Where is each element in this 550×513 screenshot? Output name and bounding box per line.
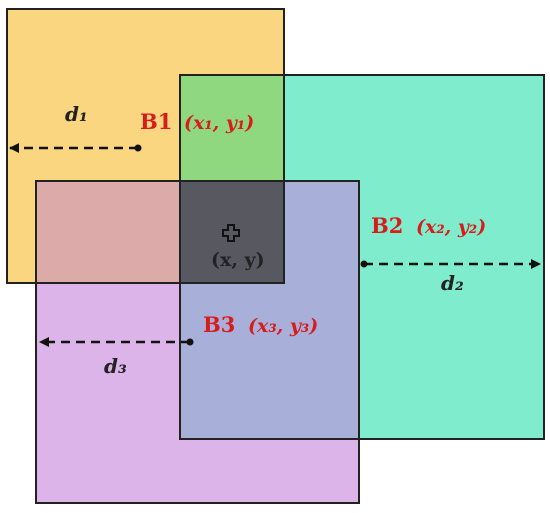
b2-coord-label: (x₂, y₂) (416, 216, 486, 238)
b1-name-label: B1 (140, 109, 172, 134)
box-b3-outline (35, 180, 360, 504)
b2-name-label: B2 (371, 213, 403, 238)
b2-center-dot (360, 260, 368, 268)
b3-name-label: B3 (203, 312, 235, 337)
overlap-b1-b2 (180, 75, 284, 181)
b1-center-dot (134, 144, 142, 152)
b3-center-dot (186, 338, 194, 346)
d1-label: d₁ (65, 102, 88, 126)
center-coord-label: (x, y) (211, 249, 265, 271)
b1-coord-label: (x₁, y₁) (184, 112, 254, 134)
box-b1-outline (6, 8, 285, 284)
d2-label: d₂ (441, 271, 464, 295)
b3-coord-label: (x₃, y₃) (248, 315, 318, 337)
box-b2-outline (179, 74, 545, 440)
d3-label: d₃ (104, 354, 127, 378)
overlap-b1-b2-b3 (180, 181, 284, 283)
overlap-b1-b3 (36, 181, 180, 283)
plus-cross-icon (222, 224, 240, 242)
